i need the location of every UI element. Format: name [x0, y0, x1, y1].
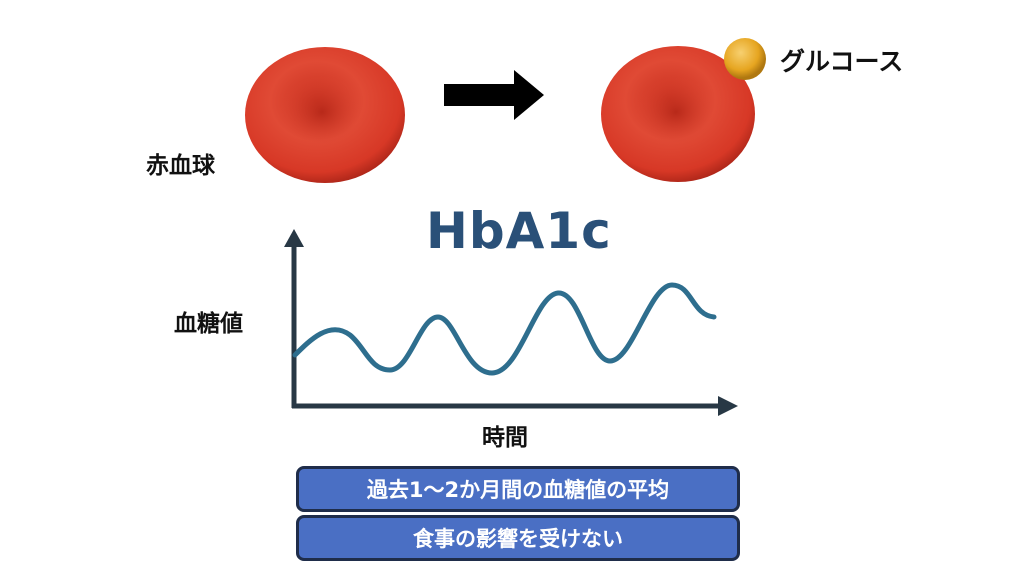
- summary-box-average-text: 過去1～2か月間の血糖値の平均: [366, 478, 670, 502]
- summary-box-average: 過去1～2か月間の血糖値の平均: [296, 466, 740, 512]
- summary-box-meal-effect: 食事の影響を受けない: [296, 515, 740, 561]
- red-blood-cell-illustration: [245, 47, 405, 183]
- red-blood-cell-label: 赤血球: [146, 153, 215, 179]
- summary-box-meal-effect-text: 食事の影響を受けない: [413, 527, 623, 551]
- glucose-label: グルコース: [780, 47, 904, 76]
- y-axis-label: 血糖値: [174, 311, 243, 337]
- arrow-right-icon: [444, 70, 544, 120]
- hba1c-title: HbA1c: [426, 202, 612, 260]
- graph-axes: [284, 229, 738, 416]
- blood-glucose-graph: [284, 229, 738, 416]
- glucose-molecule-icon: [724, 38, 766, 80]
- glycated-red-blood-cell-illustration: [601, 46, 755, 182]
- glucose-curve: [292, 282, 717, 376]
- x-axis-label: 時間: [482, 425, 528, 451]
